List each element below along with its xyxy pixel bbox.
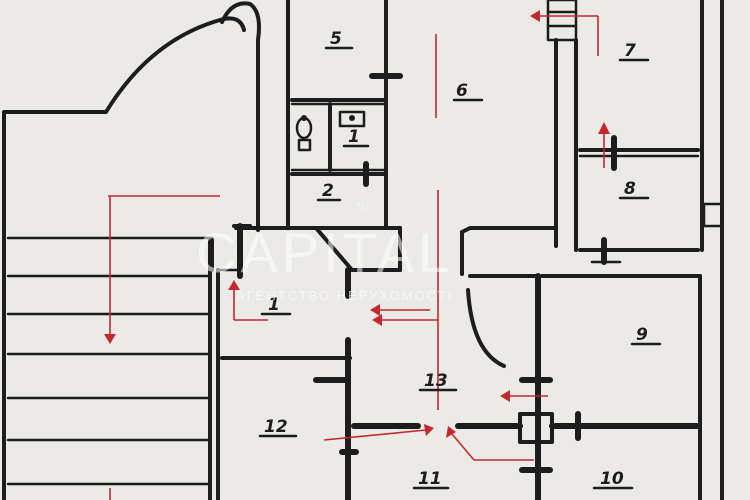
watermark: TH CAPITAL АГЕНТСТВО НЕРУХОМОСТІ: [196, 202, 453, 303]
room-label-10: 10: [600, 469, 624, 489]
room-label-12: 12: [264, 417, 288, 437]
outer-wall-left: [2, 16, 246, 500]
door-frame-left: [210, 223, 252, 279]
room-label-6: 6: [456, 81, 468, 101]
red-arrows: [104, 10, 610, 500]
walls-right-block: [546, 0, 724, 500]
room-label-1-hall: 1: [268, 295, 280, 315]
walls-middle-block: [220, 226, 702, 500]
room-labels: 5 6 7 1 8 2 1 9 13 12 11 10: [258, 29, 662, 490]
room-label-9: 9: [636, 325, 648, 345]
curved-niche: [220, 1, 261, 232]
watermark-tagline: АГЕНТСТВО НЕРУХОМОСТІ: [236, 288, 453, 303]
room-label-1-bath: 1: [348, 127, 360, 147]
room-label-13: 13: [424, 371, 448, 391]
room-label-8: 8: [624, 179, 636, 199]
toilet-icon: [295, 115, 313, 152]
room-label-11: 11: [418, 469, 442, 489]
room-label-7: 7: [624, 41, 636, 61]
room-label-5: 5: [330, 29, 342, 49]
walls-top-block: [234, 0, 403, 299]
sink-icon: [338, 110, 366, 128]
room-label-2: 2: [322, 181, 334, 201]
watermark-brand: CAPITAL: [196, 221, 453, 284]
watermark-small: TH: [356, 202, 368, 212]
